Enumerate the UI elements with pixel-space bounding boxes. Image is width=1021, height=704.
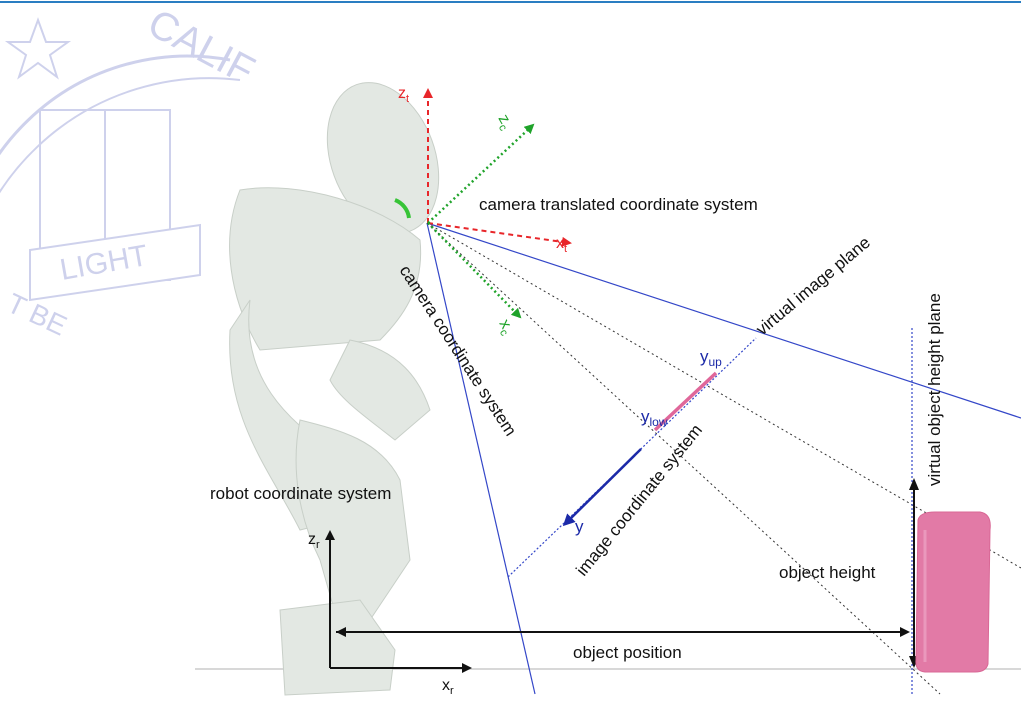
- university-seal-watermark: CALIF LIGHT T BE: [0, 1, 262, 342]
- projection-rays: [426, 222, 1021, 695]
- z-c-axis-arrow: [427, 123, 535, 224]
- robot-coordinate-label: robot coordinate system: [210, 484, 391, 503]
- projected-object-segment: [653, 371, 718, 432]
- y-axis-label: y: [575, 517, 584, 536]
- virtual-image-plane-label: virtual image plane: [752, 233, 874, 339]
- z-t-label: zt: [398, 85, 409, 105]
- pink-object: [915, 511, 991, 673]
- seal-top-text: CALIF: [141, 1, 262, 93]
- z-r-label: zr: [308, 531, 320, 551]
- robot-torso: [229, 187, 422, 351]
- x-r-label: xr: [442, 677, 454, 697]
- z-c-label: zc: [492, 112, 516, 134]
- camera-frustum-lines: [426, 222, 1021, 695]
- camera-translated-label: camera translated coordinate system: [479, 195, 758, 214]
- x-c-axis-arrow: [427, 222, 522, 319]
- y-up-label: yup: [700, 347, 722, 369]
- image-coordinate-label: image coordinate system: [572, 421, 706, 580]
- humanoid-robot: [229, 82, 440, 696]
- y-low-label: ylow: [641, 407, 668, 429]
- robot-foot: [279, 599, 396, 696]
- robot-legs: [295, 419, 411, 631]
- x-t-label: xt: [556, 235, 567, 255]
- object-position-label: object position: [573, 643, 682, 662]
- x-t-axis-arrow: [427, 222, 572, 247]
- object-height-label: object height: [779, 563, 876, 582]
- virtual-object-height-plane-label: virtual object height plane: [925, 293, 944, 486]
- robot-led: [394, 198, 411, 219]
- image-y-axis-arrow: [562, 448, 642, 527]
- star-icon: [4, 17, 72, 80]
- x-c-label: xc: [493, 317, 517, 339]
- robot-right-arm: [329, 339, 431, 441]
